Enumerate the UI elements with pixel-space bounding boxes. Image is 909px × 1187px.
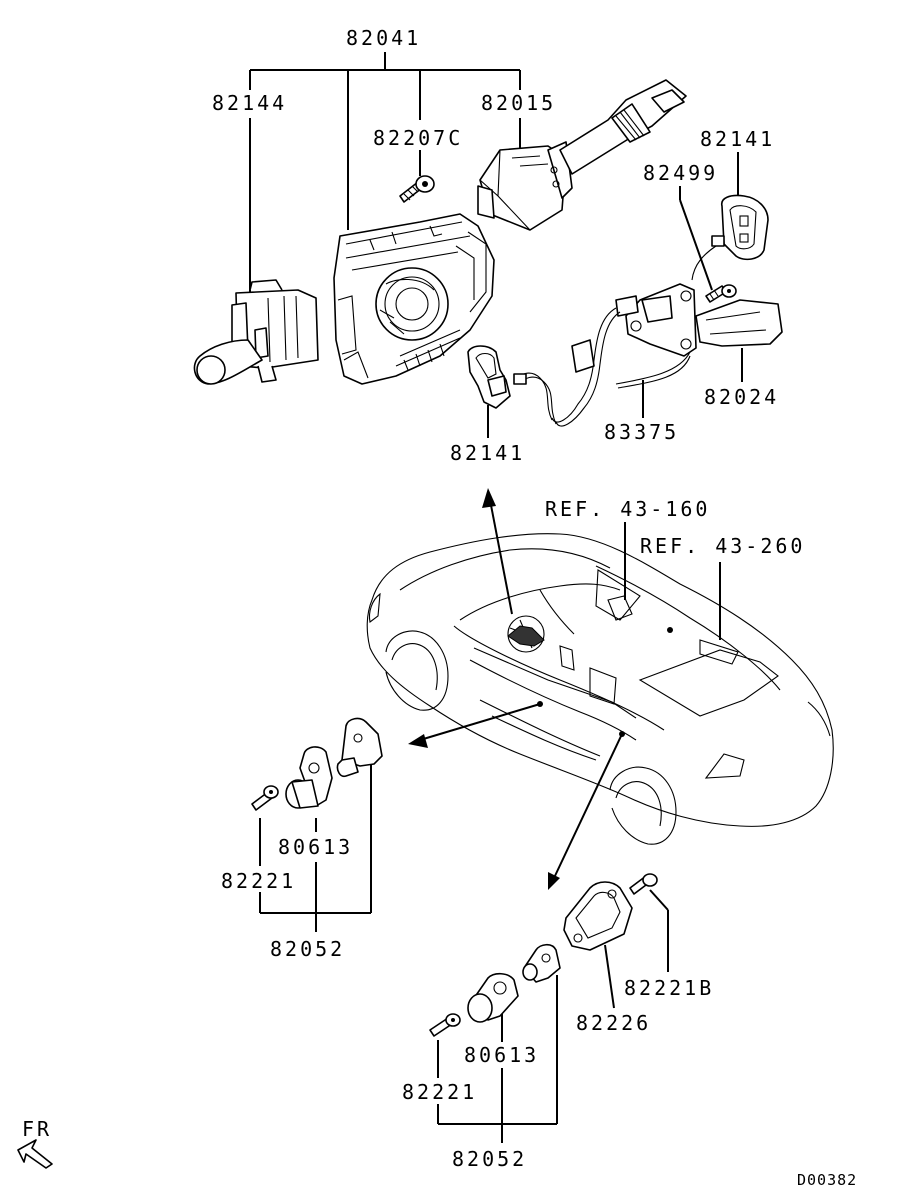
screw-82207c	[399, 175, 435, 203]
pointer-arrows	[408, 488, 623, 890]
part-labels: 82041 82144 82015 82207C 82141 82499 820…	[22, 26, 857, 1187]
label-82052-a: 82052	[270, 937, 345, 961]
label-82221-a: 82221	[221, 869, 296, 893]
label-82226: 82226	[576, 1011, 651, 1035]
column-switch-body	[333, 213, 495, 385]
label-82015: 82015	[481, 91, 556, 115]
label-82221-b: 82221	[402, 1080, 477, 1104]
label-82052-b: 82052	[452, 1147, 527, 1171]
front-direction-arrow	[17, 1139, 53, 1169]
label-82024: 82024	[704, 385, 779, 409]
stalk-switch-left	[193, 279, 319, 385]
door-switch-right	[429, 873, 658, 1037]
screw-82499	[705, 284, 737, 303]
stalk-switch-right	[477, 79, 687, 231]
label-80613-b: 80613	[464, 1043, 539, 1067]
label-83375: 83375	[604, 420, 679, 444]
label-82221b: 82221B	[624, 976, 714, 1000]
label-82141-top: 82141	[700, 127, 775, 151]
bracket-82141-top	[720, 194, 769, 261]
label-ref-43-160: REF. 43-160	[545, 497, 710, 521]
diagram-code: D00382	[797, 1171, 857, 1187]
label-82144: 82144	[212, 91, 287, 115]
label-82141-mid: 82141	[450, 441, 525, 465]
bracket-82141-mid	[467, 345, 511, 409]
label-ref-43-260: REF. 43-260	[640, 534, 805, 558]
cruise-lever-harness	[513, 235, 783, 427]
label-82499: 82499	[643, 161, 718, 185]
label-82207c: 82207C	[373, 126, 463, 150]
door-switch-left	[251, 717, 383, 811]
car-body	[366, 533, 834, 845]
label-fr: FR	[22, 1117, 52, 1141]
label-82041: 82041	[346, 26, 421, 50]
leader-lines	[249, 52, 743, 1143]
label-80613-a: 80613	[278, 835, 353, 859]
